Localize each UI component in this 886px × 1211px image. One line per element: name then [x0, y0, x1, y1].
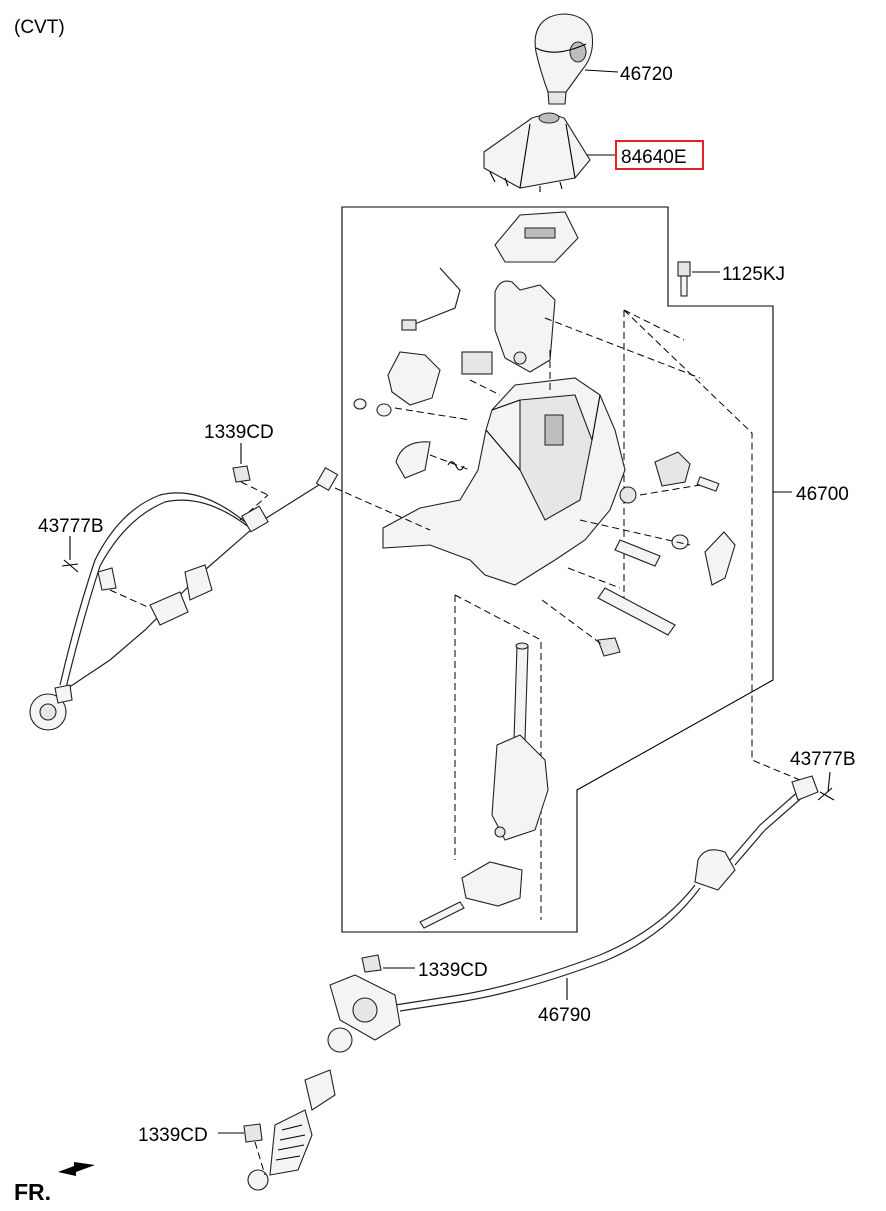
part-label-1339CD-middle: 1339CD: [418, 960, 488, 981]
part-label-1125KJ: 1125KJ: [722, 264, 785, 285]
front-arrow-icon: [58, 1162, 95, 1176]
connector-part[interactable]: [401, 319, 417, 331]
part-label-84640E[interactable]: 84640E: [621, 147, 687, 168]
lever-bracket-part[interactable]: [494, 280, 556, 373]
nut-lower-part[interactable]: [243, 1123, 263, 1143]
left-cable-part[interactable]: [29, 466, 339, 731]
part-label-43777B-right: 43777B: [790, 749, 856, 770]
nut-middle-part[interactable]: [361, 954, 382, 973]
shift-knob-part[interactable]: [534, 13, 594, 105]
bolt-part[interactable]: [677, 261, 691, 297]
damper-block-part[interactable]: [654, 451, 691, 487]
shift-body-part[interactable]: [382, 377, 637, 586]
part-label-46790: 46790: [538, 1005, 591, 1026]
slide-rod-part[interactable]: [614, 539, 661, 567]
gate-plate-part[interactable]: [494, 211, 579, 263]
variant-label: (CVT): [14, 17, 65, 38]
screw-part[interactable]: [696, 476, 720, 492]
assembly-frame: [341, 206, 774, 933]
solenoid-part[interactable]: [387, 351, 493, 406]
lever-rod-part[interactable]: [419, 642, 549, 929]
lock-lever-part[interactable]: [704, 531, 736, 586]
front-marker-label: FR.: [14, 1179, 51, 1205]
shift-cable-part[interactable]: [247, 775, 819, 1191]
part-label-1339CD-upper: 1339CD: [204, 422, 274, 443]
part-label-46720: 46720: [620, 64, 673, 85]
part-label-43777B-left: 43777B: [38, 516, 104, 537]
part-label-46700: 46700: [796, 484, 849, 505]
boot-cover-part[interactable]: [483, 112, 591, 192]
part-label-1339CD-lower: 1339CD: [138, 1125, 208, 1146]
bolt-small-part[interactable]: [597, 637, 621, 657]
spring-clip-part[interactable]: [671, 534, 689, 550]
nut-upper-left-part[interactable]: [232, 465, 251, 483]
highlight-box: [615, 140, 704, 170]
washer-part[interactable]: [353, 398, 392, 417]
detent-spring-part[interactable]: [395, 441, 465, 479]
pin-part[interactable]: [597, 587, 676, 636]
